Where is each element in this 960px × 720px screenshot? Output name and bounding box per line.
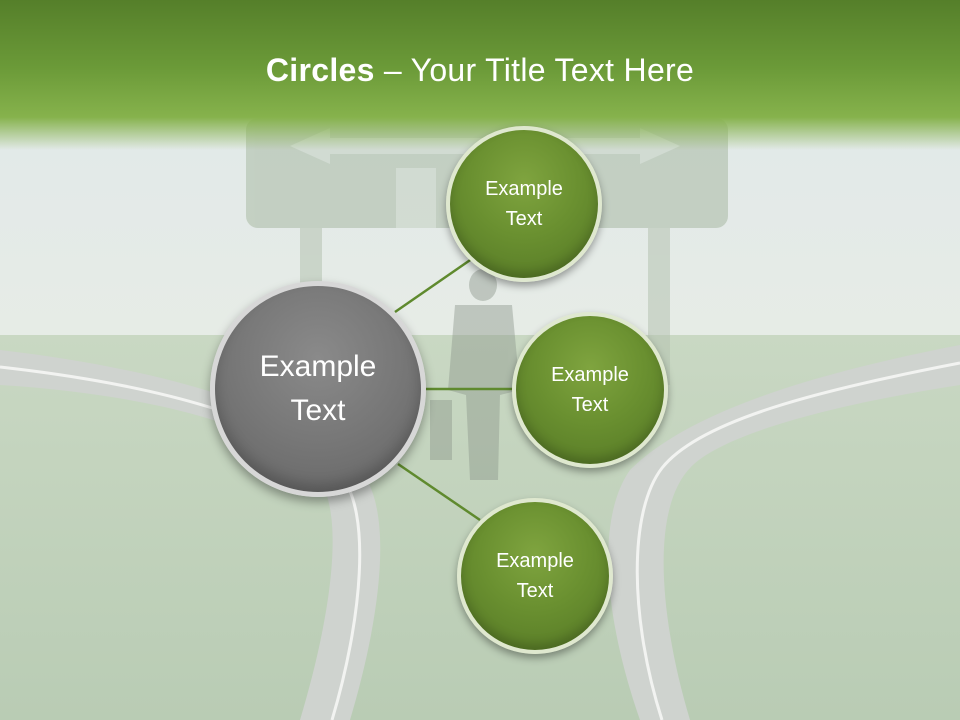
satellite-circle-top[interactable]: Example Text xyxy=(446,126,602,282)
center-circle[interactable]: Example Text xyxy=(210,281,426,497)
connector-line xyxy=(397,462,481,522)
businessman-figure xyxy=(430,269,520,480)
title-rest: – Your Title Text Here xyxy=(374,52,695,88)
satellite-circle-middle[interactable]: Example Text xyxy=(512,312,668,468)
satellite-circle-bottom[interactable]: Example Text xyxy=(457,498,613,654)
page-title: Circles – Your Title Text Here xyxy=(0,52,960,89)
title-bar xyxy=(0,0,960,150)
road-shape xyxy=(0,345,960,720)
connector-line xyxy=(394,254,477,314)
title-bold: Circles xyxy=(265,52,375,88)
